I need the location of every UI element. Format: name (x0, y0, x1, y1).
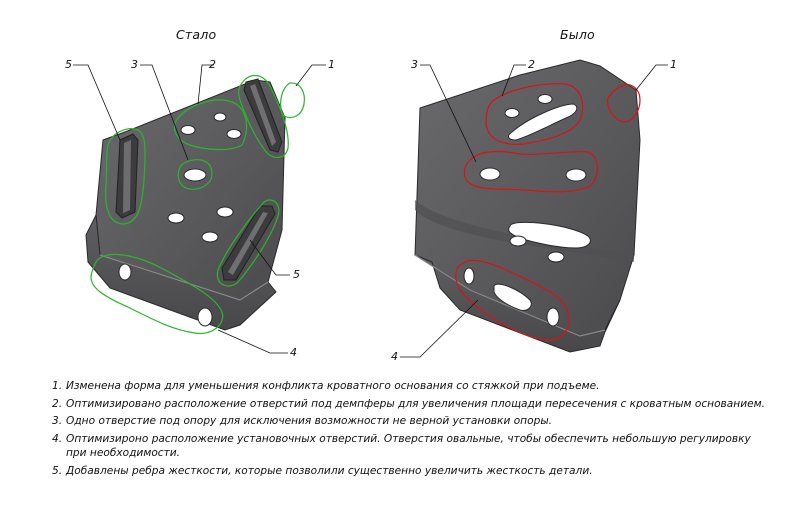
callout-after-1: 1 (328, 58, 335, 71)
note-text: Изменена форма для уменьшения конфликта … (66, 380, 600, 392)
highlight-after-1 (280, 82, 305, 119)
callout-after-2: 2 (209, 58, 216, 71)
highlight-before-2 (485, 83, 584, 145)
highlight-before-4 (455, 259, 570, 341)
part-after (73, 64, 326, 354)
note-text: Оптимизироно расположение установочных о… (66, 432, 751, 460)
note-item: 3. Одно отверстие под опору для исключен… (52, 414, 772, 429)
note-text: Оптимизировано расположение отверстий по… (66, 397, 765, 410)
notes-list: 1. Изменена форма для уменьшения конфлик… (52, 379, 772, 482)
holes-after (118, 112, 242, 327)
comparison-figure: Стало Было 1 2 3 4 5 5 1 2 3 4 (65, 27, 677, 363)
note-text: Добавлены ребра жесткости, которые позво… (66, 464, 593, 477)
highlight-after-3 (177, 159, 213, 190)
highlight-after-5c (216, 199, 280, 287)
callout-before-2: 2 (528, 58, 535, 71)
highlight-after-4 (90, 253, 224, 335)
callout-after-4: 4 (290, 346, 297, 359)
highlight-before-1 (607, 84, 641, 123)
part-before (400, 59, 668, 358)
note-item: 1. Изменена форма для уменьшения конфлик… (52, 379, 772, 394)
note-number: 1. (52, 380, 63, 392)
highlights-before (455, 83, 641, 341)
leaders-after (73, 64, 326, 354)
callout-before-3: 3 (411, 58, 418, 71)
drawing-canvas (73, 59, 668, 358)
note-text: Одно отверстие под опору для исключения … (66, 415, 553, 428)
title-before: Было (560, 27, 595, 42)
highlight-before-3 (463, 150, 598, 193)
note-number: 5. (52, 464, 63, 477)
callout-before-1: 1 (670, 58, 677, 71)
title-after: Стало (176, 27, 217, 42)
highlight-after-5a (105, 128, 146, 225)
callout-after-5-top: 5 (65, 58, 72, 71)
holes-before (463, 94, 591, 327)
note-number: 4. (52, 432, 63, 445)
note-item: 2. Оптимизировано расположение отверстий… (52, 397, 772, 412)
note-number: 3. (52, 415, 63, 428)
note-number: 2. (52, 397, 63, 410)
callout-after-5-bottom: 5 (293, 268, 300, 281)
note-item: 5. Добавлены ребра жесткости, которые по… (52, 464, 772, 479)
callout-before-4: 4 (391, 350, 398, 363)
note-item: 4. Оптимизироно расположение установочны… (52, 432, 772, 461)
leaders-before (400, 64, 668, 358)
highlight-after-5b (237, 74, 289, 158)
callout-after-3: 3 (131, 58, 138, 71)
